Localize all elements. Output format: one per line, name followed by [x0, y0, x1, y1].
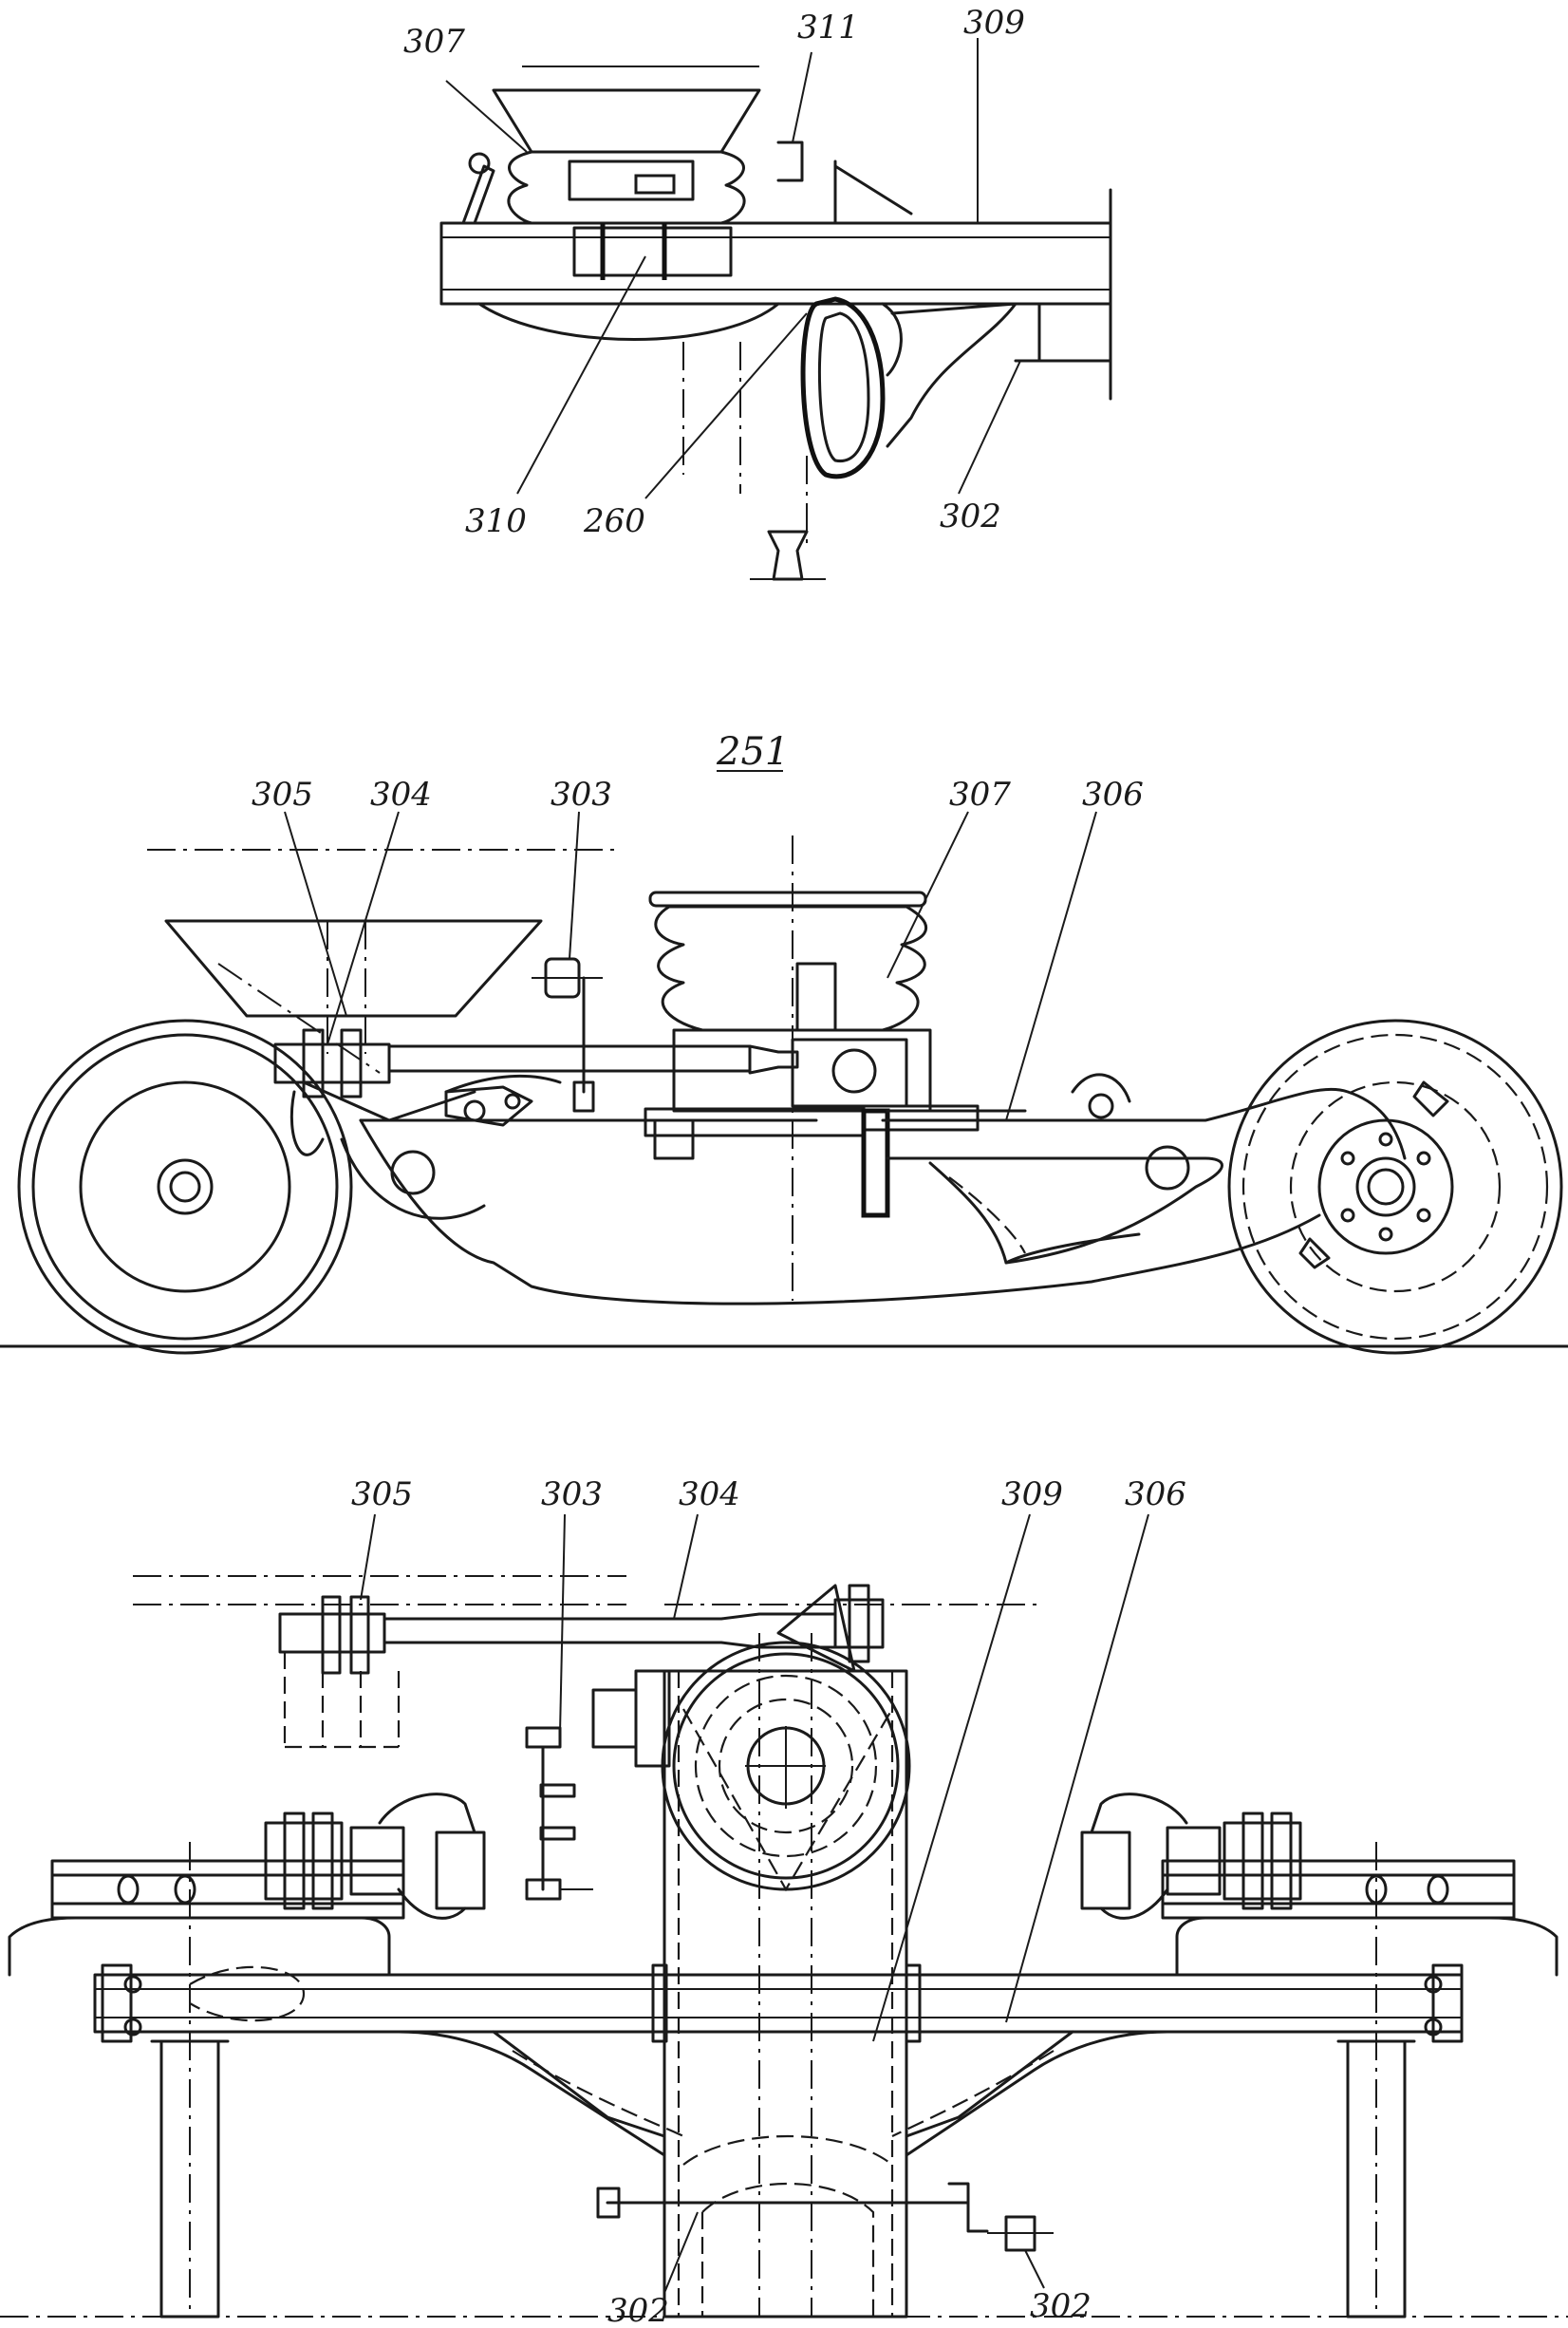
label-307: 307 [949, 776, 1011, 814]
label-302-left: 302 [607, 2292, 669, 2328]
label-309: 309 [1001, 1475, 1063, 1513]
label-303: 303 [541, 1475, 603, 1513]
label-307: 307 [403, 23, 465, 61]
label-304: 304 [370, 776, 432, 814]
label-311: 311 [797, 9, 859, 47]
side-elevation-view: 251 [0, 730, 1568, 1355]
label-302-right: 302 [1030, 2287, 1092, 2325]
label-305: 305 [351, 1475, 413, 1513]
view-title-251: 251 [716, 730, 789, 774]
plan-view: 305 303 304 309 306 302 302 [0, 1475, 1568, 2328]
label-306: 306 [1125, 1475, 1186, 1513]
label-309: 309 [963, 4, 1025, 42]
label-305: 305 [252, 776, 313, 814]
top-section-view: 307 311 309 310 260 302 [403, 4, 1112, 581]
label-306: 306 [1082, 776, 1144, 814]
label-260: 260 [583, 502, 645, 540]
label-304: 304 [679, 1475, 740, 1513]
label-302: 302 [940, 498, 1001, 535]
label-310: 310 [465, 502, 527, 540]
label-303: 303 [551, 776, 612, 814]
